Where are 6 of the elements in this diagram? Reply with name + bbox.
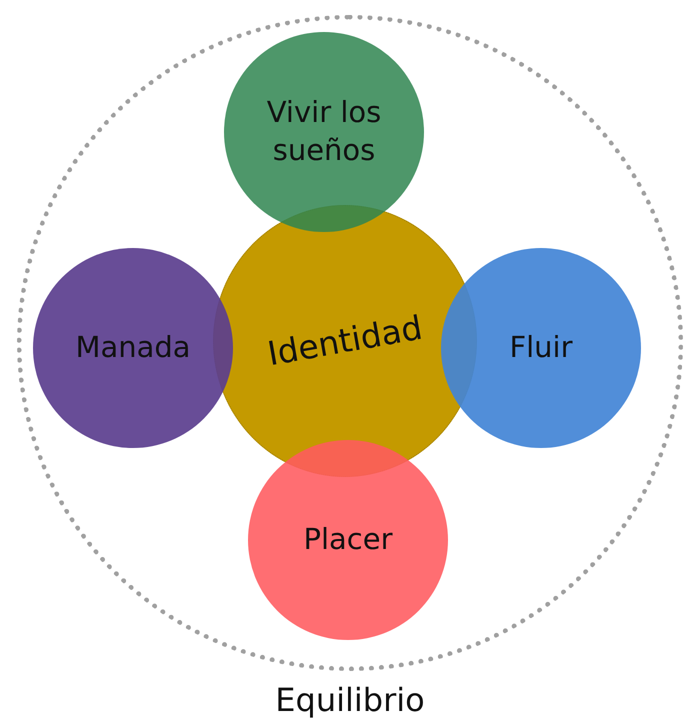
circle-label: Vivir los sueños [266,94,382,169]
group-label: Equilibrio [275,680,425,721]
circle-label: Identidad [264,306,426,375]
circle-label: Fluir [509,329,573,366]
circle-label: Placer [303,521,393,558]
circle-label: Manada [75,329,191,366]
